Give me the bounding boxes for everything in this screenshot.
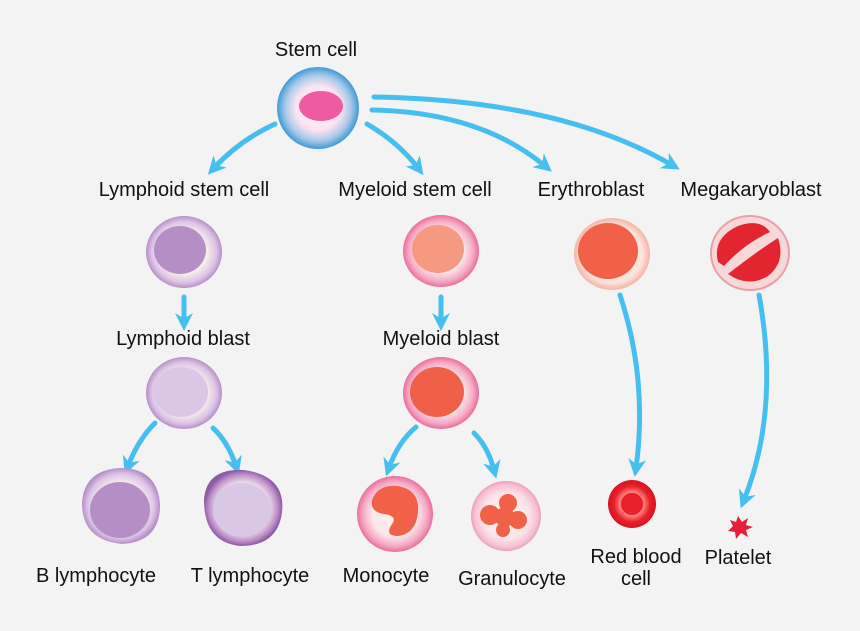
lymphoid-blast-cell	[146, 357, 222, 429]
arrow-megakaryo-to-platelet	[738, 292, 770, 509]
arrow-blast-to-t	[210, 425, 242, 475]
myeloid-blast-cell	[403, 357, 479, 429]
label-platelet: Platelet	[705, 547, 772, 569]
myeloid-stem-cell	[403, 215, 479, 287]
label-megakaryoblast: Megakaryoblast	[680, 179, 822, 201]
granulocyte-cell	[471, 481, 541, 551]
arrow-blast-to-b	[122, 420, 158, 475]
red-blood-cell	[608, 480, 656, 528]
erythroblast-cell	[574, 218, 650, 290]
stem-cell	[277, 67, 359, 149]
arrow-stem-to-myeloid	[364, 121, 424, 176]
b-lymphocyte-cell	[82, 468, 160, 544]
label-lymphoid-blast: Lymphoid blast	[116, 328, 250, 350]
megakaryoblast-cell	[710, 215, 790, 291]
arrow-stem-to-erythroblast	[369, 107, 552, 172]
lymphoid-stem-cell	[146, 216, 222, 288]
label-erythroblast: Erythroblast	[538, 179, 645, 201]
label-b-lymphocyte: B lymphocyte	[36, 565, 156, 587]
label-lymphoid-stem-cell: Lymphoid stem cell	[99, 179, 269, 201]
arrow-erythro-to-rbc	[617, 292, 647, 477]
label-red-blood-cell-line1: Red blood	[590, 546, 681, 568]
arrow-stem-to-megakaryoblast	[371, 94, 680, 170]
label-myeloid-blast: Myeloid blast	[383, 328, 500, 350]
platelet-cell	[728, 516, 753, 539]
label-t-lymphocyte: T lymphocyte	[191, 565, 310, 587]
label-stem-cell: Stem cell	[275, 39, 357, 61]
label-monocyte: Monocyte	[343, 565, 430, 587]
t-lymphocyte-cell	[204, 469, 283, 546]
label-myeloid-stem-cell: Myeloid stem cell	[338, 179, 491, 201]
arrow-myeloblast-to-gran	[471, 430, 501, 479]
arrow-myeloblast-to-mono	[383, 424, 419, 477]
monocyte-cell	[357, 476, 433, 552]
label-granulocyte: Granulocyte	[458, 568, 566, 590]
label-red-blood-cell-line2: cell	[621, 568, 651, 590]
arrow-stem-to-lymphoid	[207, 121, 278, 175]
